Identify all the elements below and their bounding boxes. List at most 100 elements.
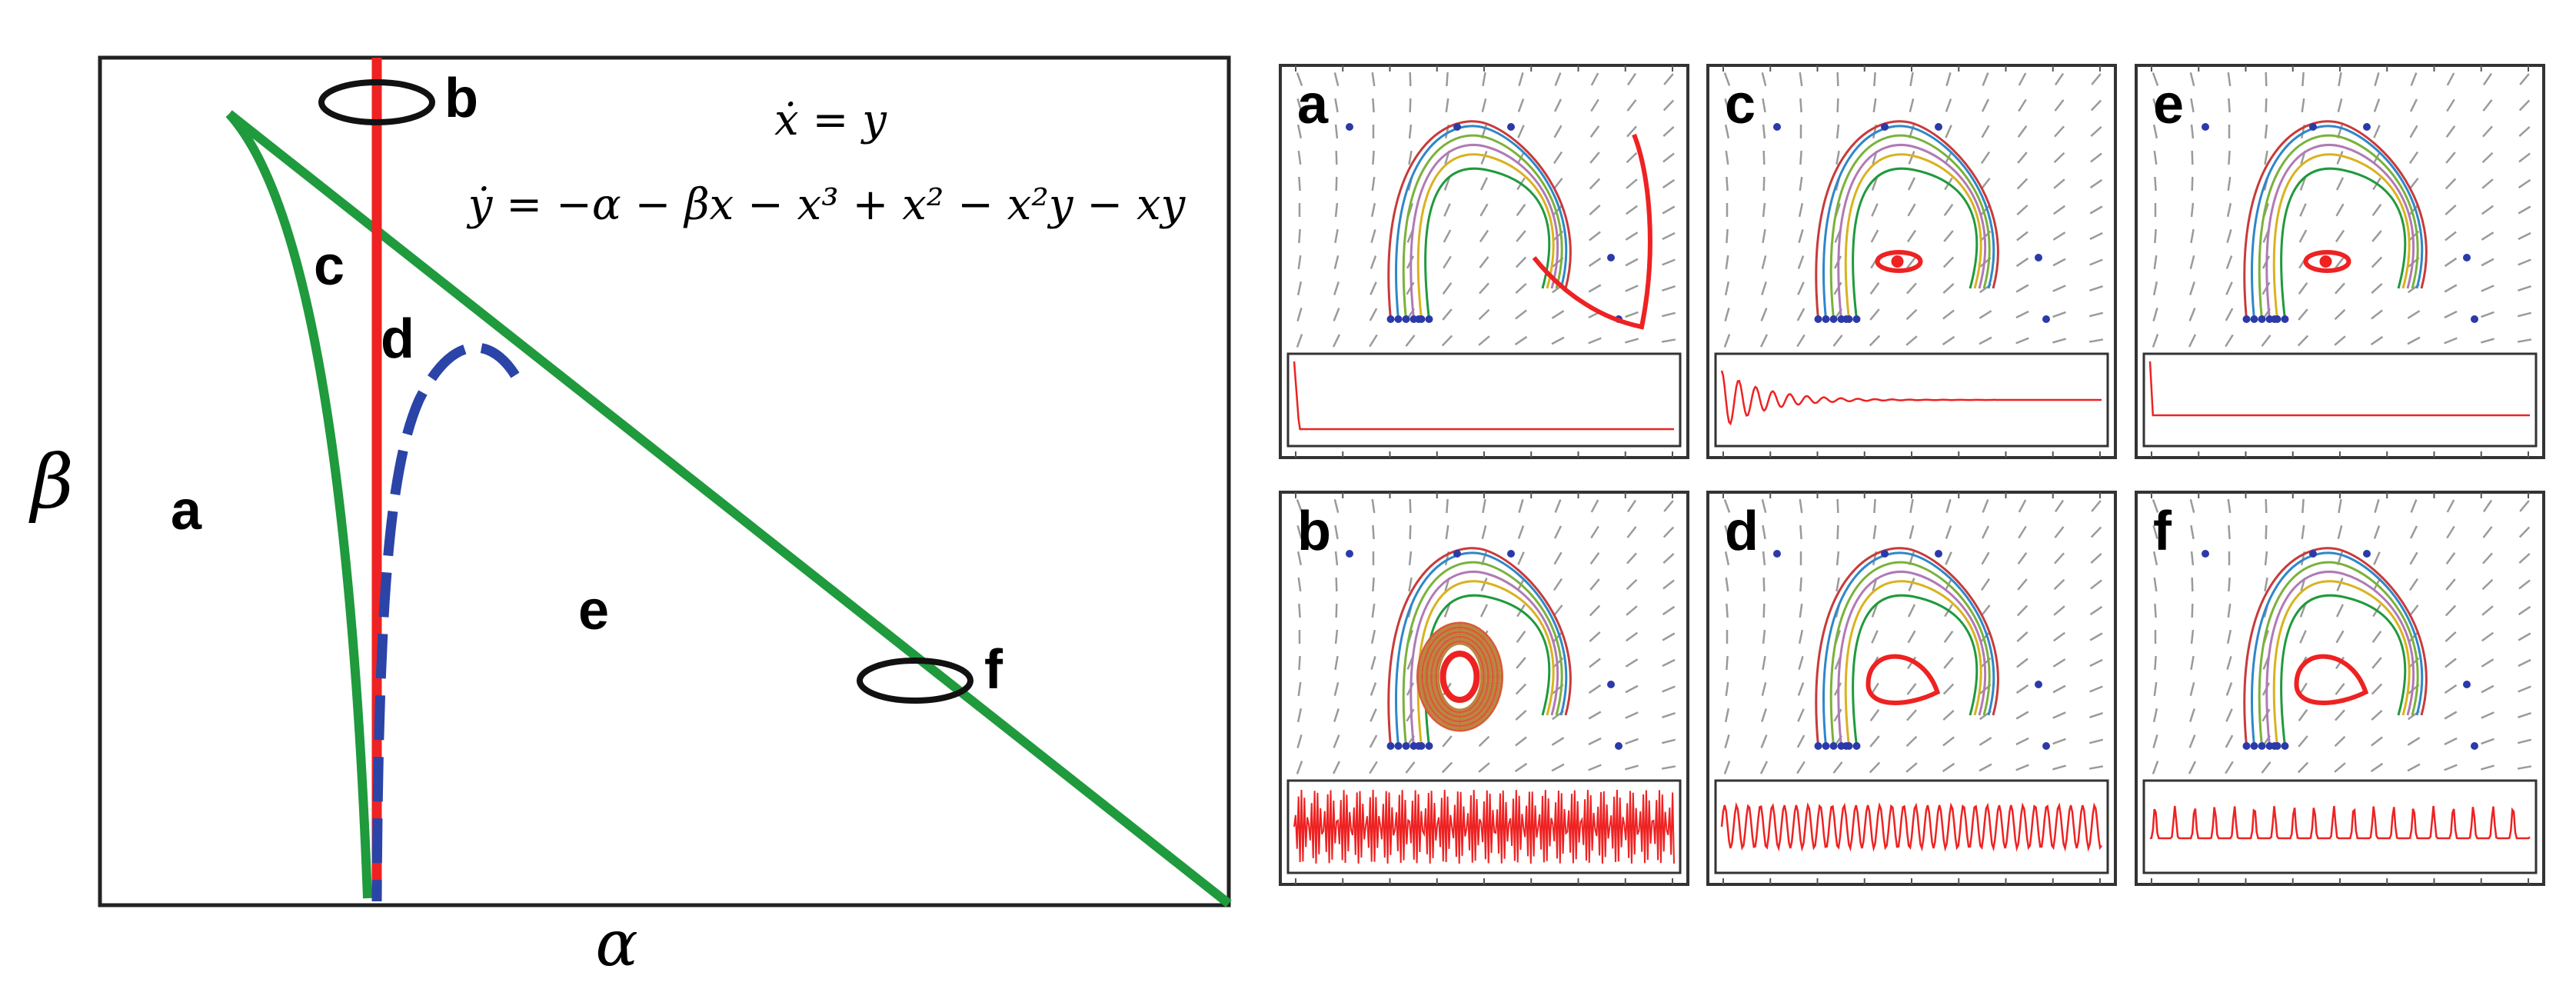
vector-field-arrow bbox=[1906, 709, 1917, 721]
vector-field-arrow bbox=[1478, 735, 1490, 748]
vector-field-arrow bbox=[2481, 764, 2494, 771]
trajectory bbox=[2265, 144, 2415, 320]
vector-field-arrow bbox=[2409, 551, 2418, 565]
vector-field-arrow bbox=[1836, 524, 1839, 540]
vector-field-arrow bbox=[2481, 205, 2494, 215]
vector-field-arrow bbox=[1517, 551, 1525, 565]
vector-field-arrow bbox=[2152, 525, 2158, 539]
limit-cycle bbox=[1430, 635, 1489, 718]
vector-field-arrow bbox=[2371, 736, 2383, 747]
vector-field-arrow bbox=[2518, 712, 2531, 718]
vector-field-arrow bbox=[1296, 525, 1303, 539]
vector-field-arrow bbox=[1554, 72, 1562, 86]
panel-label-c: c bbox=[1725, 74, 1756, 135]
vector-field-arrow bbox=[1296, 124, 1303, 139]
vector-field-arrow bbox=[1296, 708, 1303, 723]
vector-field-arrow bbox=[1908, 578, 1915, 591]
vector-field-arrow bbox=[1370, 708, 1377, 722]
vector-field-arrow bbox=[1297, 255, 1302, 270]
vector-field-arrow bbox=[1869, 761, 1881, 774]
vector-field-arrow bbox=[2482, 99, 2493, 112]
vector-field-arrow bbox=[2090, 526, 2102, 538]
initial-point bbox=[1852, 742, 1861, 750]
vector-field-arrow bbox=[1335, 150, 1338, 165]
vector-field-arrow bbox=[1662, 258, 1676, 266]
vector-field-arrow bbox=[1369, 334, 1378, 348]
vector-field-arrow bbox=[2444, 257, 2458, 268]
vector-field-arrow bbox=[2337, 524, 2343, 540]
vector-field-arrow bbox=[1515, 683, 1527, 695]
initial-point bbox=[1935, 550, 1942, 558]
vector-field-arrow bbox=[2517, 765, 2532, 770]
initial-point bbox=[1415, 315, 1423, 323]
trajectory bbox=[1852, 594, 1979, 747]
vector-field-arrow bbox=[1553, 204, 1563, 216]
vector-field-arrow bbox=[2265, 72, 2268, 87]
vector-field-arrow bbox=[1334, 228, 1339, 244]
vector-field-arrow bbox=[1443, 604, 1451, 618]
trajectory bbox=[1424, 167, 1551, 320]
vector-field-arrow bbox=[1724, 124, 1730, 139]
initial-point bbox=[1773, 123, 1781, 131]
vector-field-arrow bbox=[2089, 205, 2103, 215]
trajectory bbox=[2280, 594, 2407, 747]
vector-field-arrow bbox=[2190, 228, 2195, 244]
vector-field-arrow bbox=[1798, 229, 1804, 243]
vector-field-arrow bbox=[1662, 579, 1675, 590]
vector-field-arrow bbox=[1869, 735, 1880, 748]
vector-field-arrow bbox=[2152, 334, 2159, 348]
vector-field-arrow bbox=[1980, 578, 1991, 591]
vector-field-arrow bbox=[1625, 311, 1639, 318]
vector-field-arrow bbox=[1906, 229, 1917, 243]
vector-field-arrow bbox=[1762, 524, 1766, 540]
time-series-box bbox=[2142, 352, 2538, 448]
vector-field-arrow bbox=[1446, 72, 1449, 87]
vector-field-arrow bbox=[1942, 683, 1955, 695]
vector-field-arrow bbox=[2374, 499, 2380, 513]
vector-field-arrow bbox=[2481, 152, 2494, 164]
vector-field-arrow bbox=[2226, 202, 2232, 218]
vector-field-arrow bbox=[2016, 604, 2029, 617]
vector-field-arrow bbox=[1725, 577, 1729, 592]
vector-field-arrow bbox=[1797, 682, 1805, 696]
vector-field-arrow bbox=[2481, 311, 2494, 318]
vector-field-arrow bbox=[2261, 761, 2271, 774]
vector-field-arrow bbox=[2370, 335, 2384, 346]
vector-field-arrow bbox=[2444, 310, 2458, 319]
trajectory bbox=[2272, 580, 2411, 747]
vector-field-arrow bbox=[1761, 498, 1767, 514]
vector-field-arrow bbox=[1726, 603, 1729, 618]
initial-point bbox=[2202, 550, 2209, 558]
vector-field-arrow bbox=[2228, 524, 2231, 540]
vector-field-arrow bbox=[1625, 738, 1639, 745]
vector-field-arrow bbox=[2371, 630, 2382, 644]
vector-field-arrow bbox=[2225, 761, 2234, 774]
vector-field-arrow bbox=[1516, 230, 1526, 242]
vector-field-arrow bbox=[1905, 762, 1918, 773]
vector-field-arrow bbox=[1662, 712, 1676, 718]
vector-field-arrow bbox=[2261, 335, 2271, 347]
vector-field-arrow bbox=[2189, 72, 2195, 87]
vector-field-arrow bbox=[1334, 98, 1339, 113]
vector-field-arrow bbox=[1625, 658, 1639, 668]
vector-field-arrow bbox=[1662, 126, 1675, 137]
time-series-line bbox=[1720, 801, 2103, 852]
initial-point bbox=[1425, 315, 1433, 323]
vector-field-arrow bbox=[2301, 498, 2305, 514]
vector-field-arrow bbox=[1942, 256, 1955, 268]
vector-field-arrow bbox=[2153, 577, 2158, 592]
vector-field-arrow bbox=[1625, 338, 1639, 344]
vector-field-arrow bbox=[2336, 151, 2344, 165]
vector-field-arrow bbox=[2018, 98, 2027, 112]
vector-field-arrow bbox=[1333, 708, 1340, 722]
vector-field-arrow bbox=[1443, 255, 1452, 269]
bifurcation-diagram: b c d a e f ẋ = y ẏ = −α − βx − x³ + x² … bbox=[28, 55, 1232, 981]
vector-field-arrow bbox=[1626, 152, 1638, 164]
region-label-b: b bbox=[444, 68, 478, 129]
vector-field-arrow bbox=[1298, 603, 1301, 618]
vector-field-arrow bbox=[2334, 735, 2346, 748]
vector-field-arrow bbox=[2190, 202, 2195, 218]
vector-field-arrow bbox=[1662, 99, 1675, 112]
trajectory bbox=[1416, 153, 1555, 320]
vector-field-arrow bbox=[1479, 177, 1489, 191]
